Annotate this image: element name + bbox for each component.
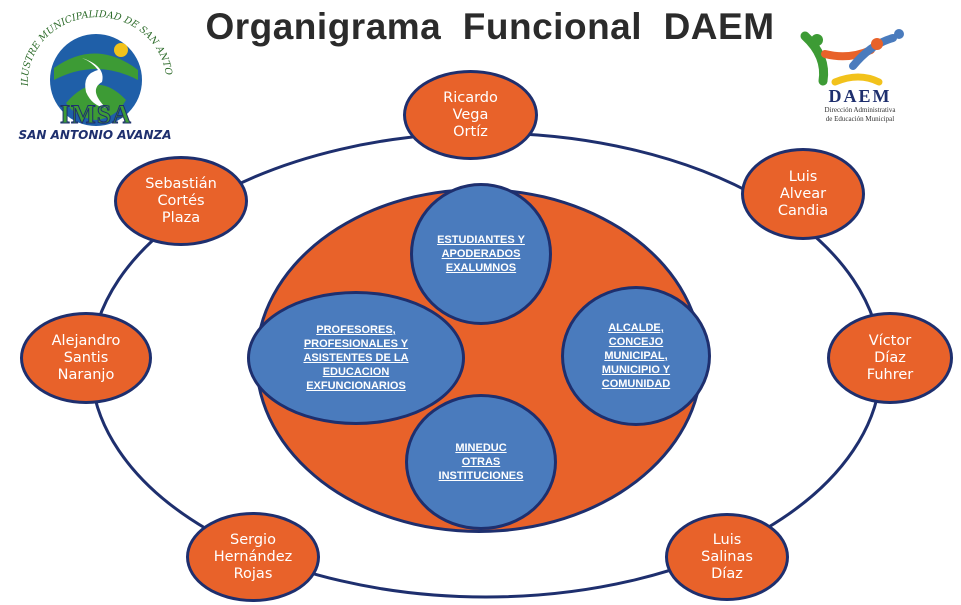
person-node: Luis Alvear Candia	[741, 148, 865, 240]
group-profesores-label: PROFESORES, PROFESIONALES Y ASISTENTES D…	[303, 324, 409, 392]
person-name: Sergio Hernández Rojas	[213, 531, 293, 582]
group-estudiantes: ESTUDIANTES Y APODERADOS EXALUMNOS	[410, 183, 552, 325]
person-node: Víctor Díaz Fuhrer	[827, 312, 953, 404]
person-name: Ricardo Vega Ortíz	[443, 89, 498, 140]
daem-name: DAEM	[828, 86, 892, 106]
person-name: Sebastián Cortés Plaza	[145, 175, 217, 226]
daem-subtitle-line-2: de Educación Municipal	[825, 115, 895, 123]
group-profesores: PROFESORES, PROFESIONALES Y ASISTENTES D…	[247, 291, 465, 425]
imsa-slogan: SAN ANTONIO AVANZA	[18, 128, 172, 142]
person-node: Ricardo Vega Ortíz	[403, 70, 538, 160]
person-name: Alejandro Santis Naranjo	[51, 332, 121, 383]
person-name: Víctor Díaz Fuhrer	[866, 332, 914, 383]
imsa-name: IMSA	[60, 100, 132, 130]
person-name: Luis Salinas Díaz	[701, 531, 753, 582]
group-estudiantes-label: ESTUDIANTES Y APODERADOS EXALUMNOS	[437, 234, 525, 274]
person-node: Alejandro Santis Naranjo	[20, 312, 152, 404]
daem-figures-icon	[800, 29, 904, 86]
imsa-seal-icon: ILUSTRE MUNICIPALIDAD DE SAN ANTONIO	[1, 0, 174, 126]
daem-logo: DAEM Dirección Administrativa de Educaci…	[775, 26, 945, 126]
daem-subtitle: Dirección Administrativa de Educación Mu…	[775, 106, 945, 124]
group-alcalde-label: ALCALDE, CONCEJO MUNICIPAL, MUNICIPIO Y …	[601, 322, 671, 390]
imsa-logo: ILUSTRE MUNICIPALIDAD DE SAN ANTONIO IMS…	[1, 0, 184, 148]
daem-subtitle-line-1: Dirección Administrativa	[824, 106, 896, 114]
person-name: Luis Alvear Candia	[777, 168, 829, 219]
group-mineduc-label: MINEDUC OTRAS INSTITUCIONES	[438, 442, 524, 482]
group-mineduc: MINEDUC OTRAS INSTITUCIONES	[405, 394, 557, 530]
person-node: Sergio Hernández Rojas	[186, 512, 320, 602]
group-alcalde: ALCALDE, CONCEJO MUNICIPAL, MUNICIPIO Y …	[561, 286, 711, 426]
person-node: Sebastián Cortés Plaza	[114, 156, 248, 246]
page-title: Organigrama Funcional DAEM	[205, 6, 775, 47]
person-node: Luis Salinas Díaz	[665, 513, 789, 601]
